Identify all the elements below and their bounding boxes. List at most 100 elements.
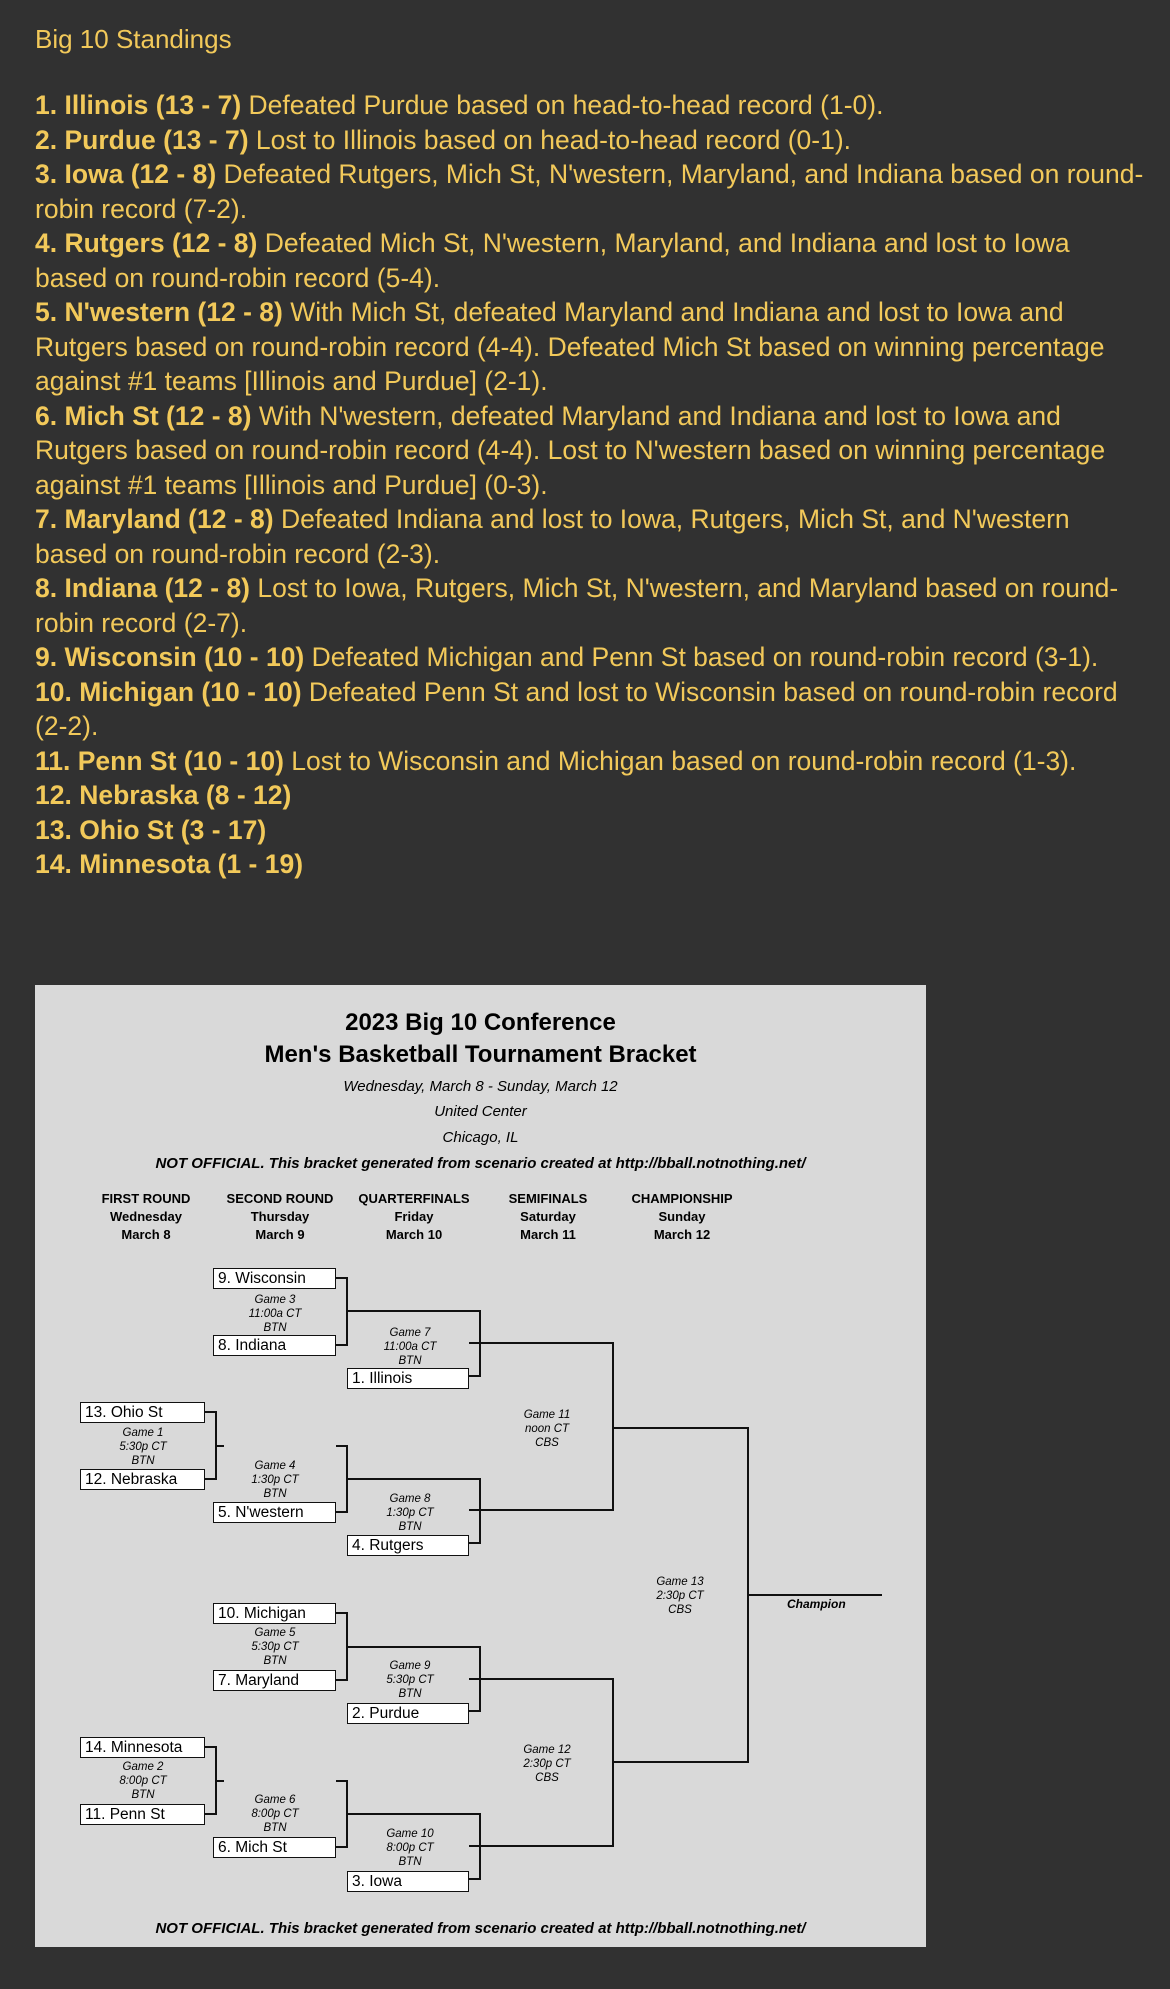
round-name: SEMIFINALS (508, 1191, 588, 1206)
bracket-disclaimer: NOT OFFICIAL. This bracket generated fro… (155, 1155, 806, 1172)
round-name: FIRST ROUND (101, 1191, 191, 1206)
game-time: 11:00a CT (248, 1308, 302, 1320)
game-tv: BTN (263, 1488, 287, 1500)
round-day: Thursday (250, 1209, 310, 1224)
standings-team: 4. Rutgers (12 - 8) (35, 228, 258, 258)
bracket-dates: Wednesday, March 8 - Sunday, March 12 (343, 1078, 618, 1095)
game-number: Game 8 (389, 1493, 431, 1505)
standings-note: Defeated Mich St, N'western, Maryland, a… (35, 228, 1070, 293)
standings-row: 14. Minnesota (1 - 19) (35, 847, 1145, 882)
game-info-6: Game 6 8:00p CT BTN (220, 1793, 330, 1835)
champion-label: Champion (787, 1597, 846, 1611)
game-time: 1:30p CT (251, 1474, 299, 1486)
team-box-purdue: 2. Purdue (347, 1703, 469, 1724)
round-name: QUARTERFINALS (358, 1191, 470, 1206)
standings-note: Defeated Penn St and lost to Wisconsin b… (35, 676, 1118, 742)
team-box-maryland: 7. Maryland (213, 1670, 336, 1691)
game-info-2: Game 2 8:00p CT BTN (88, 1760, 198, 1802)
game-tv: CBS (535, 1772, 559, 1784)
game-info-10: Game 10 8:00p CT BTN (355, 1827, 465, 1869)
team-box-iowa: 3. Iowa (347, 1871, 469, 1892)
game-tv: BTN (398, 1521, 422, 1533)
standings-row: 4. Rutgers (12 - 8) Defeated Mich St, N'… (35, 226, 1145, 295)
game-time: 1:30p CT (386, 1507, 434, 1519)
game-tv: BTN (263, 1322, 287, 1334)
game-time: 8:00p CT (251, 1808, 299, 1820)
standings-team: 10. Michigan (10 - 10) (35, 676, 302, 707)
game-number: Game 9 (389, 1660, 431, 1672)
team-box-michigan: 10. Michigan (213, 1603, 336, 1624)
team-box-wisconsin: 9. Wisconsin (213, 1268, 336, 1289)
team-box-nwestern: 5. N'western (213, 1502, 336, 1523)
standings-row: 8. Indiana (12 - 8) Lost to Iowa, Rutger… (35, 571, 1145, 640)
round-day: Saturday (520, 1209, 576, 1224)
round-date: March 12 (653, 1227, 711, 1242)
game-tv: BTN (398, 1355, 422, 1367)
game-time: 8:00p CT (119, 1775, 167, 1787)
bracket-city: Chicago, IL (442, 1129, 519, 1146)
game-number: Game 1 (122, 1427, 164, 1439)
bracket-footer: NOT OFFICIAL. This bracket generated fro… (155, 1920, 806, 1937)
round-name: CHAMPIONSHIP (631, 1191, 733, 1206)
standings-team: 12. Nebraska (8 - 12) (35, 780, 292, 810)
round-date: March 10 (385, 1227, 443, 1242)
round-date: March 11 (520, 1227, 576, 1242)
standings-row: 2. Purdue (13 - 7) Lost to Illinois base… (35, 123, 1145, 158)
game-number: Game 7 (389, 1327, 431, 1339)
round-header-first: FIRST ROUND Wednesday March 8 (81, 1190, 211, 1244)
standings-note: Lost to Illinois based on head-to-head r… (248, 124, 852, 155)
game-tv: BTN (398, 1688, 422, 1700)
team-box-ohio-st: 13. Ohio St (80, 1402, 205, 1423)
game-info-5: Game 5 5:30p CT BTN (220, 1626, 330, 1668)
standings-note: With N'western, defeated Maryland and In… (35, 400, 1106, 500)
standings-row: 10. Michigan (10 - 10) Defeated Penn St … (35, 675, 1145, 744)
standings-row: 9. Wisconsin (10 - 10) Defeated Michigan… (35, 640, 1145, 675)
game-tv: BTN (131, 1789, 155, 1801)
tournament-bracket: 2023 Big 10 Conference Men's Basketball … (35, 985, 926, 1947)
game-number: Game 5 (254, 1627, 296, 1639)
game-info-11: Game 11 noon CT CBS (492, 1408, 602, 1450)
game-info-13: Game 13 2:30p CT CBS (625, 1575, 735, 1617)
standings-team: 1. Illinois (13 - 7) (35, 90, 242, 120)
round-name: SECOND ROUND (226, 1191, 334, 1206)
game-info-3: Game 3 11:00a CT BTN (220, 1293, 330, 1335)
standings-row: 1. Illinois (13 - 7) Defeated Purdue bas… (35, 88, 1145, 123)
standings-note: Lost to Wisconsin and Michigan based on … (283, 745, 1077, 776)
team-box-indiana: 8. Indiana (213, 1335, 336, 1356)
standings-note: Defeated Purdue based on head-to-head re… (241, 90, 884, 120)
round-date: March 9 (255, 1227, 305, 1242)
game-time: 2:30p CT (656, 1590, 704, 1602)
standings-team: 9. Wisconsin (10 - 10) (35, 642, 305, 672)
game-time: 5:30p CT (251, 1641, 299, 1653)
game-number: Game 2 (122, 1761, 164, 1773)
standings-note: Defeated Rutgers, Mich St, N'western, Ma… (35, 159, 1144, 224)
standings-team: 3. Iowa (12 - 8) (35, 159, 217, 189)
game-time: 2:30p CT (523, 1758, 571, 1770)
game-number: Game 13 (656, 1576, 704, 1588)
game-tv: CBS (535, 1437, 559, 1449)
game-time: 8:00p CT (386, 1842, 434, 1854)
game-number: Game 11 (523, 1409, 571, 1421)
bracket-subtitle: Men's Basketball Tournament Bracket (264, 1041, 697, 1068)
game-number: Game 10 (386, 1828, 434, 1840)
team-box-mich-st: 6. Mich St (213, 1837, 336, 1858)
game-info-9: Game 9 5:30p CT BTN (355, 1659, 465, 1701)
standings-row: 6. Mich St (12 - 8) With N'western, defe… (35, 399, 1145, 503)
game-info-12: Game 12 2:30p CT CBS (492, 1743, 602, 1785)
team-box-penn-st: 11. Penn St (80, 1804, 205, 1825)
bracket-lines (205, 1277, 882, 1880)
game-number: Game 4 (254, 1460, 296, 1472)
standings-row: 7. Maryland (12 - 8) Defeated Indiana an… (35, 502, 1145, 571)
standings-team: 2. Purdue (13 - 7) (35, 124, 249, 155)
round-header-second: SECOND ROUND Thursday March 9 (215, 1190, 345, 1244)
standings-row: 12. Nebraska (8 - 12) (35, 778, 1145, 813)
bracket-venue: United Center (434, 1103, 527, 1120)
game-tv: BTN (263, 1655, 287, 1667)
standings-note: Defeated Indiana and lost to Iowa, Rutge… (35, 504, 1070, 569)
round-date: March 8 (121, 1227, 171, 1242)
round-day: Wednesday (109, 1209, 182, 1224)
game-number: Game 12 (523, 1744, 571, 1756)
game-time: 5:30p CT (119, 1441, 167, 1453)
team-box-minnesota: 14. Minnesota (80, 1737, 205, 1758)
standings-team: 11. Penn St (10 - 10) (35, 745, 284, 776)
